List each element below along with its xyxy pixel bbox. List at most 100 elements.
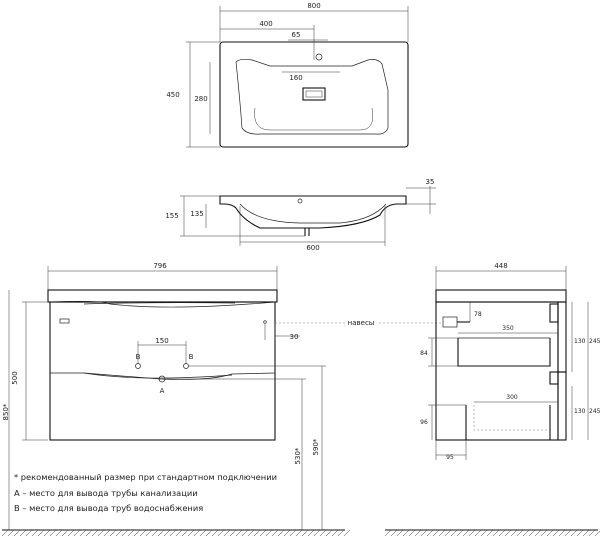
tap-hole (315, 53, 323, 61)
floor-hatch-right (384, 529, 600, 537)
floor-hatch-stroke (540, 529, 548, 537)
floor-hatch-stroke (438, 529, 446, 537)
floor-hatch-stroke (229, 529, 237, 537)
floor-hatch-stroke (516, 529, 524, 537)
front-lower-drawer-curve (83, 372, 233, 379)
dim-160-label: 160 (289, 74, 302, 82)
floor-hatch-stroke (247, 529, 255, 537)
floor-hatch-stroke (37, 529, 45, 537)
floor-hatch-stroke (91, 529, 99, 537)
floor-hatch-stroke (396, 529, 404, 537)
notes-block: * рекомендованный размер при стандартном… (14, 472, 277, 513)
section-upper-front (557, 301, 567, 373)
floor-hatch-stroke (307, 529, 315, 537)
section-top-slab (435, 289, 567, 303)
floor-hatch-stroke (85, 529, 93, 537)
dim-800-label: 800 (307, 2, 320, 10)
dim-245b-label: 245 (589, 408, 600, 415)
basin-tap-hole-side (297, 198, 303, 204)
floor-hatch-stroke (426, 529, 434, 537)
basin-side-view: 35 155 135 600 (165, 178, 436, 252)
dim-130b-label: 130 (574, 408, 586, 415)
floor-hatch-stroke (103, 529, 111, 537)
dim-300-label: 300 (506, 394, 518, 401)
dim-448-label: 448 (494, 262, 507, 270)
floor-hatch-stroke (115, 529, 123, 537)
floor-hatch-stroke (199, 529, 207, 537)
section-lower-handle (549, 371, 559, 385)
floor-hatch-stroke (181, 529, 189, 537)
dim-600-label: 600 (306, 244, 319, 252)
section-cabinet-side (435, 301, 559, 441)
floor-hatch-stroke (67, 529, 75, 537)
floor-hatch-stroke (139, 529, 147, 537)
floor-hatch-stroke (25, 529, 33, 537)
floor-hatch-stroke (241, 529, 249, 537)
floor-hatch-stroke (313, 529, 321, 537)
basin-bowl-contour (235, 58, 389, 135)
floor-hatch-stroke (49, 529, 57, 537)
floor-hatch-stroke (43, 529, 51, 537)
dim-155-label: 155 (165, 212, 178, 220)
floor-hatch-stroke (420, 529, 428, 537)
dim-350-label: 350 (502, 325, 514, 332)
dim-96-label: 96 (420, 419, 428, 426)
floor-hatch-stroke (384, 529, 392, 537)
floor-hatch-stroke (55, 529, 63, 537)
floor-hatch-stroke (402, 529, 410, 537)
floor-hatch-stroke (594, 530, 600, 537)
floor-hatch-stroke (187, 529, 195, 537)
floor-hatch-stroke (151, 529, 159, 537)
floor-hatch-left (1, 529, 351, 537)
pipe-b-right-label: B (189, 353, 194, 361)
dim-78-label: 78 (474, 311, 482, 318)
pipe-b-left-marker (135, 363, 141, 369)
floor-hatch-stroke (235, 529, 243, 537)
drain-a-label: A (160, 387, 165, 395)
floor-hatch-stroke (169, 529, 177, 537)
section-lower-drawer-box (465, 405, 551, 441)
dim-65-label: 65 (292, 31, 301, 39)
dim-130a-label: 130 (574, 338, 586, 345)
floor-hatch-stroke (109, 529, 117, 537)
floor-hatch-stroke (450, 529, 458, 537)
floor-hatch-stroke (331, 529, 339, 537)
pipe-b-right-marker (183, 363, 189, 369)
note-a: A – место для вывода трубы канализации (14, 488, 198, 498)
dim-30-label: 30 (290, 333, 299, 341)
floor-hatch-stroke (343, 529, 351, 537)
overflow-slot-inner (305, 90, 323, 98)
floor-hatch-stroke (480, 529, 488, 537)
floor-hatch-stroke (277, 529, 285, 537)
basin-profile (219, 195, 407, 229)
floor-hatch-stroke (217, 529, 225, 537)
floor-hatch-stroke (97, 529, 105, 537)
section-lower-drawer-inner (473, 405, 550, 431)
floor-hatch-stroke (564, 529, 572, 537)
floor-hatch-stroke (163, 529, 171, 537)
floor-hatch-stroke (414, 529, 422, 537)
front-upper-drawer-curve2 (83, 302, 236, 305)
dim-245a-label: 245 (589, 338, 600, 345)
floor-hatch-stroke (582, 529, 590, 537)
floor-hatch-stroke (558, 529, 566, 537)
floor-hatch-stroke (510, 529, 518, 537)
top-view: 800 400 65 160 450 280 (166, 2, 409, 148)
floor-hatch-stroke (157, 529, 165, 537)
floor-hatch-stroke (145, 529, 153, 537)
floor-hatch-stroke (205, 529, 213, 537)
front-drawer-split (50, 372, 276, 380)
section-upper-drawer-box (457, 338, 551, 367)
floor-hatch-stroke (31, 529, 39, 537)
dim-150-label: 150 (155, 337, 168, 345)
front-basin-slab (47, 289, 278, 303)
dim-84-label: 84 (420, 350, 428, 357)
basin-bowl-inner (254, 107, 373, 131)
floor-hatch-stroke (13, 529, 21, 537)
dim-400-label: 400 (259, 20, 272, 28)
floor-hatch-stroke (432, 529, 440, 537)
floor-hatch-stroke (259, 529, 267, 537)
floor-hatch-stroke (193, 529, 201, 537)
floor-hatch-stroke (127, 529, 135, 537)
